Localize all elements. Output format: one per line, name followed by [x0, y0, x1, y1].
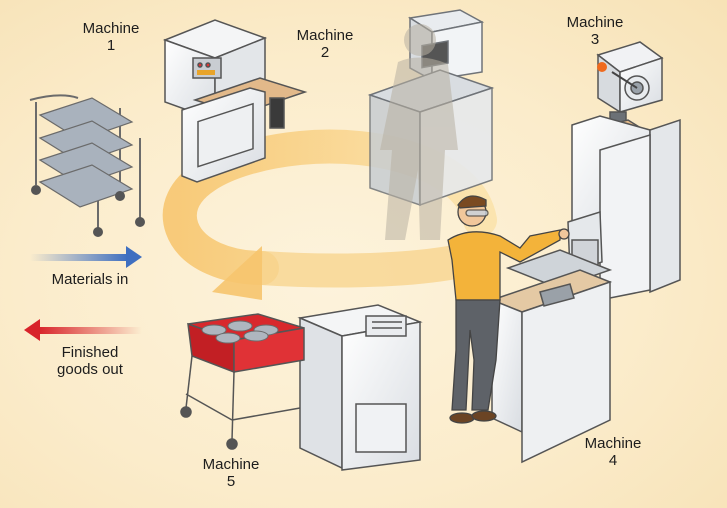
machine-4	[489, 210, 613, 464]
materials-in-label: Materials in	[51, 271, 129, 288]
finished-goods-out-label: Finished goods out	[57, 344, 123, 378]
machine-3	[571, 41, 681, 301]
ghost-operator	[380, 24, 458, 240]
machine-1-label: Machine 1	[82, 20, 140, 54]
machine-5	[297, 304, 423, 471]
machine-4-label: Machine 4	[584, 435, 642, 469]
machine-1	[162, 19, 308, 183]
worker-icon	[447, 195, 570, 424]
machine-5-label: Machine 5	[202, 456, 260, 490]
arrow-left-icon	[24, 319, 142, 341]
cart-icon	[29, 94, 145, 237]
red-bin-cart	[180, 313, 305, 450]
arrow-right-icon	[30, 246, 142, 268]
machine-3-label: Machine 3	[566, 14, 624, 48]
machine-2-label: Machine 2	[296, 27, 354, 61]
